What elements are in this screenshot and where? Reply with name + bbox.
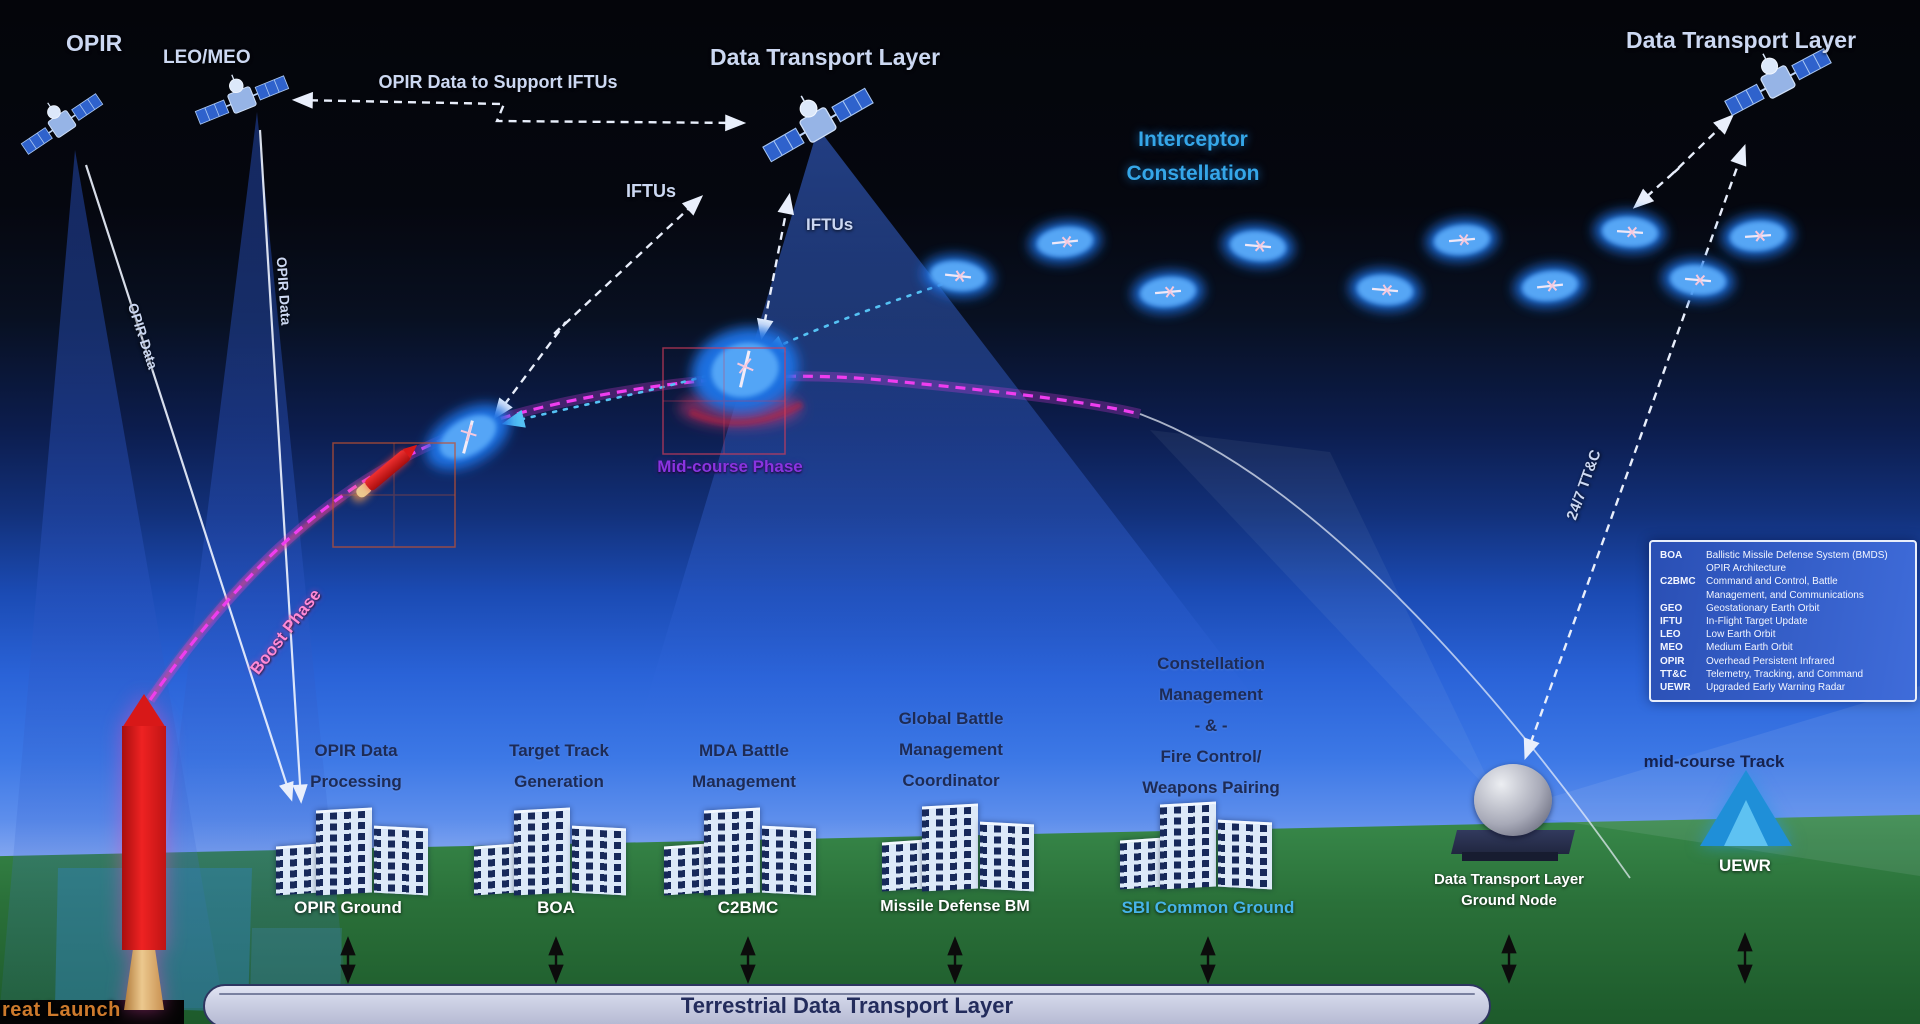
ground-node-radome-icon [1474,764,1552,836]
iftu-uplink-arrow-2 [756,192,795,341]
interceptor-constellation-label-line2: Constellation [1126,162,1260,185]
threat-launch-label: reat Launch [2,999,121,1021]
ground-bus-arrows [340,932,1753,984]
legend-row: IFTU In-Flight Target Update [1660,616,1808,628]
opir-support-label: OPIR Data to Support IFTUs [378,72,618,92]
iftu-uplink-arrow-1 [493,195,704,420]
ground-node-base-lower [1462,852,1558,861]
interceptor-icon [1130,268,1205,316]
building-c2bmc [664,807,816,896]
interceptor-icon [1593,209,1668,256]
reentry-glow-boost [425,404,511,470]
dtl-coverage-cone [636,128,1284,736]
comms-dashed-arrows [291,91,1747,760]
building-sbi-common-ground [1120,801,1272,890]
legend-row: BOA Ballistic Missile Defense System (BM… [1660,550,1888,575]
opir-support-arrow [291,91,747,132]
legend-row: UEWR Upgraded Early Warning Radar [1660,682,1846,694]
building-boa [474,807,626,896]
dtl-right-label: Data Transport Layer [1625,27,1857,53]
interceptor-icon [1512,261,1588,310]
interceptor-constellation-blobs [920,209,1795,317]
iftu-label-1: IFTUs [626,181,677,201]
legend-row: GEO Geostationary Earth Orbit [1660,602,1820,614]
dtl-center-label: Data Transport Layer [709,44,941,70]
interceptor-constellation-label-line1: Interceptor [1138,128,1248,151]
site-label-c2bmc: C2BMC [717,898,779,917]
iftu-label-2: IFTUs [806,215,854,234]
opir-downlink-beams [84,129,308,804]
interceptor-icon [1424,216,1499,264]
midcourse-phase-label: Mid-course Phase [657,457,803,476]
site-label-boa: BOA [537,898,575,917]
interceptor-icon [1347,266,1422,314]
legend-row: LEO Low Earth Orbit [1660,629,1776,641]
building-missile-defense-bm [882,803,1034,892]
opir-coverage-cones [0,112,348,1008]
terrestrial-bar-label: Terrestrial Data Transport Layer [680,993,1014,1018]
opir-label: OPIR [66,30,123,56]
interceptor-icon [1660,256,1735,304]
site-label-uewr: UEWR [1719,856,1771,875]
opir-satellite-icon [9,76,106,158]
legend-row: TT&C Telemetry, Tracking, and Command [1660,668,1864,680]
uewr-radar-face [1724,800,1768,846]
threat-missile-icon [118,694,170,1016]
legend-row: MEO Medium Earth Orbit [1660,642,1793,654]
ttc-link-arrow [1523,144,1747,760]
midcourse-track-box [662,347,786,455]
building-opir-ground [276,807,428,896]
legend-row: OPIR Overhead Persistent Infrared [1660,655,1835,667]
site-label-sbi-common-ground: SBI Common Ground [1121,898,1295,917]
interceptor-icon [1027,217,1103,266]
terrestrial-transport-bar: Terrestrial Data Transport Layer [203,984,1491,1024]
interceptor-icon [1220,222,1295,270]
interceptor-icon [1721,213,1796,260]
midcourse-track-label: mid-course Track [1643,752,1785,771]
dtl-right-link-arrow [1632,114,1735,209]
midcourse-track-line [1139,413,1631,879]
site-label-missile-defense-bm: Missile Defense BM [880,898,1030,915]
leo-meo-label: LEO/MEO [163,47,251,68]
legend-box: BOA Ballistic Missile Defense System (BM… [1649,540,1917,703]
site-label-opir-ground: OPIR Ground [294,898,402,917]
